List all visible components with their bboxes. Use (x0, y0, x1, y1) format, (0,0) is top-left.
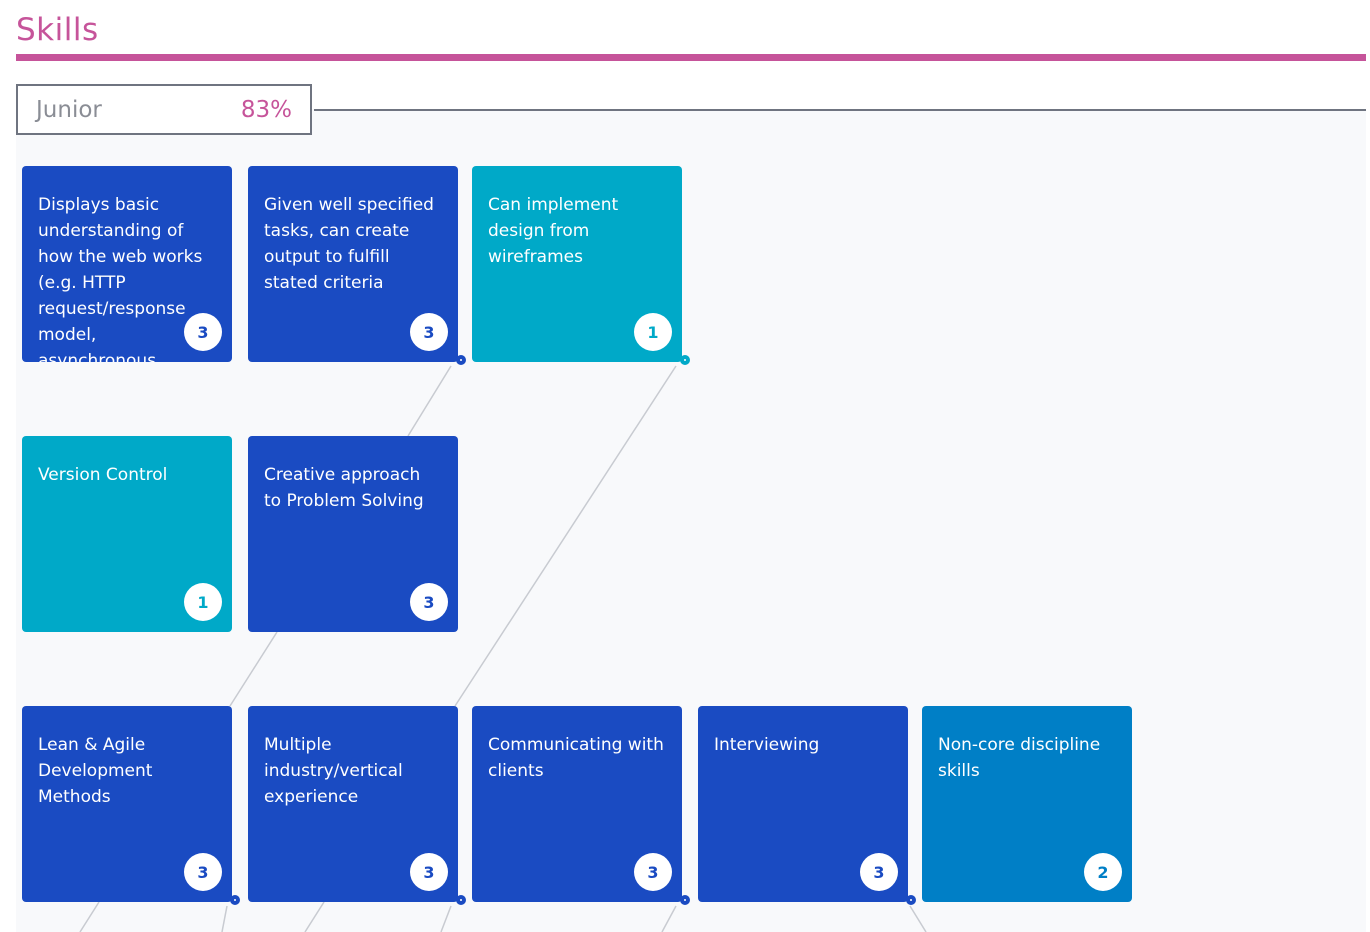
skill-card-label: Displays basic understanding of how the … (38, 195, 203, 362)
skill-score-badge: 3 (410, 313, 448, 351)
skill-card-label: Multiple industry/vertical experience (264, 735, 403, 807)
skill-card-label: Lean & Agile Development Methods (38, 735, 153, 807)
skill-card-label: Communicating with clients (488, 735, 664, 781)
skill-card-label: Version Control (38, 465, 168, 485)
connector-node (680, 895, 690, 905)
connector-node (230, 895, 240, 905)
skill-card[interactable]: Multiple industry/vertical experience 3 (248, 706, 458, 902)
skill-score-badge: 3 (634, 853, 672, 891)
level-header[interactable]: Junior 83% (16, 84, 312, 135)
connector-node (906, 895, 916, 905)
skill-score-badge: 3 (410, 583, 448, 621)
skill-card[interactable]: Interviewing 3 (698, 706, 908, 902)
connector-node (680, 355, 690, 365)
level-name: Junior (36, 97, 102, 123)
level-progress: 83% (240, 97, 292, 123)
connector-node (456, 355, 466, 365)
skill-card[interactable]: Can implement design from wireframes 1 (472, 166, 682, 362)
skill-card-label: Non-core discipline skills (938, 735, 1101, 781)
skill-card[interactable]: Creative approach to Problem Solving 3 (248, 436, 458, 632)
skill-card-label: Interviewing (714, 735, 820, 755)
skill-card[interactable]: Displays basic understanding of how the … (22, 166, 232, 362)
skill-card[interactable]: Communicating with clients 3 (472, 706, 682, 902)
skill-score-badge: 3 (184, 313, 222, 351)
skills-canvas (16, 109, 1366, 932)
skill-score-badge: 3 (860, 853, 898, 891)
skill-card-label: Creative approach to Problem Solving (264, 465, 424, 511)
skill-card[interactable]: Version Control 1 (22, 436, 232, 632)
page-title: Skills (16, 12, 99, 48)
skill-card[interactable]: Given well specified tasks, can create o… (248, 166, 458, 362)
skill-score-badge: 3 (184, 853, 222, 891)
skill-card-label: Can implement design from wireframes (488, 195, 619, 267)
skill-score-badge: 1 (634, 313, 672, 351)
skill-score-badge: 3 (410, 853, 448, 891)
title-divider (16, 54, 1366, 61)
skill-card[interactable]: Lean & Agile Development Methods 3 (22, 706, 232, 902)
skill-card-label: Given well specified tasks, can create o… (264, 195, 434, 293)
skill-score-badge: 2 (1084, 853, 1122, 891)
level-divider (314, 109, 1366, 111)
connector-node (456, 895, 466, 905)
skill-score-badge: 1 (184, 583, 222, 621)
skill-card[interactable]: Non-core discipline skills 2 (922, 706, 1132, 902)
